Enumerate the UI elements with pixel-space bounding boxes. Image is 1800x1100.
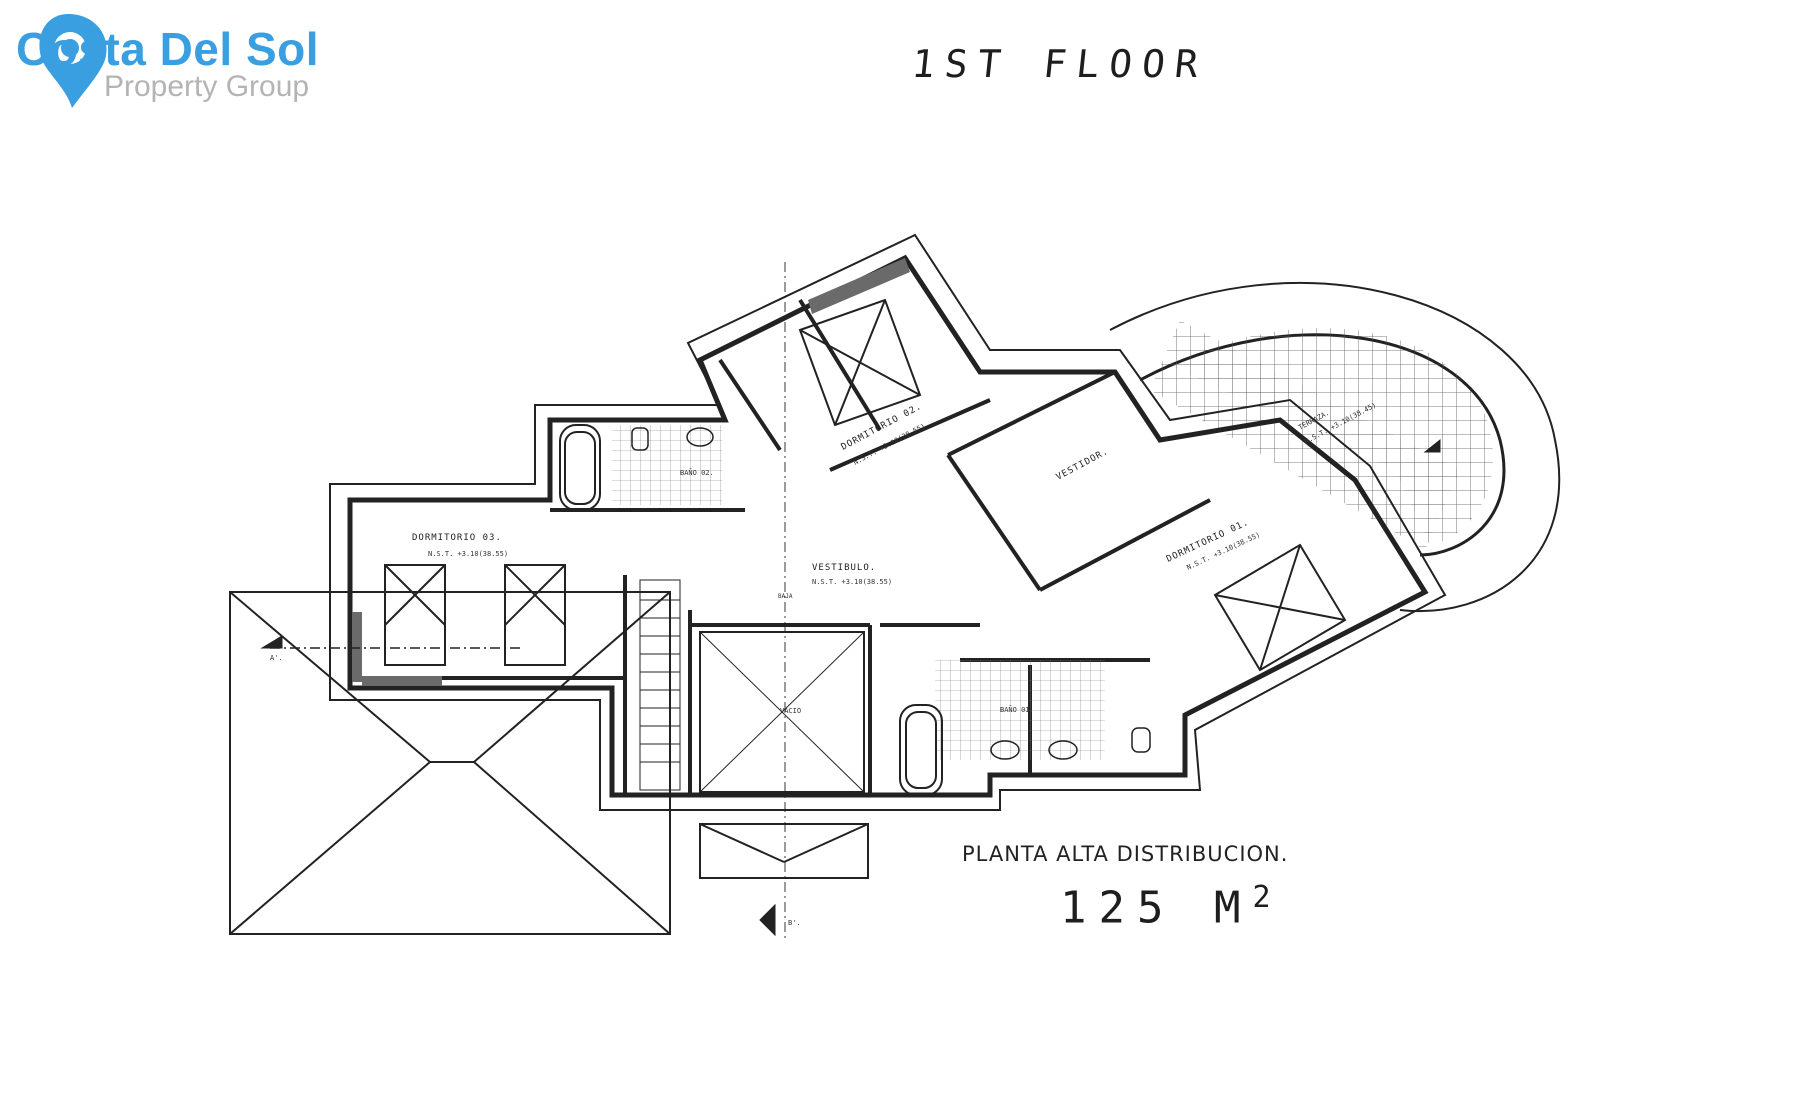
plan-title: PLANTA ALTA DISTRIBUCION. [962,842,1289,866]
room-label-dormitorio-03: DORMITORIO 03. [412,533,502,543]
room-label-bano-02: BAÑO 02. [680,468,714,477]
wall-highlights [352,258,910,686]
outer-walls [329,233,1447,811]
level-vestibulo: N.S.T. +3.10(38.55) [812,578,892,586]
logo-brand-name: Costa Del Sol [16,23,320,75]
room-label-bano-01: BAÑO 01. [1000,705,1034,714]
roof-bottom [699,823,869,879]
section-markers [260,262,1441,940]
area-exponent: 2 [1252,880,1283,915]
fixtures [631,427,1151,760]
map-pin-icon [39,14,107,108]
beds [384,298,1347,672]
bano-02-tiles [612,425,722,505]
bano-01-tiles [935,660,1105,760]
vacio-void [699,631,865,793]
bathtubs [559,424,943,796]
level-dormitorio-02: N.S.T. +3.10(38.55) [852,422,926,467]
area-value: 125 M [1060,882,1253,934]
area-annotation: 125 M2 [1060,880,1283,934]
room-label-vestibulo: VESTIBULO. [812,563,876,573]
level-dormitorio-03: N.S.T. +3.10(38.55) [428,550,508,558]
room-label-vestidor: VESTIDOR. [1055,447,1111,483]
room-label-vacio: VACIO [780,707,801,715]
section-label-a: A'. [270,654,283,662]
stairs [639,579,681,791]
section-label-b: B'. [788,919,801,927]
label-baja: BAJA [778,593,793,600]
logo-tagline: Property Group [104,70,310,103]
company-logo: Costa Del Sol Property Group [6,8,336,118]
roof-left [229,591,671,935]
